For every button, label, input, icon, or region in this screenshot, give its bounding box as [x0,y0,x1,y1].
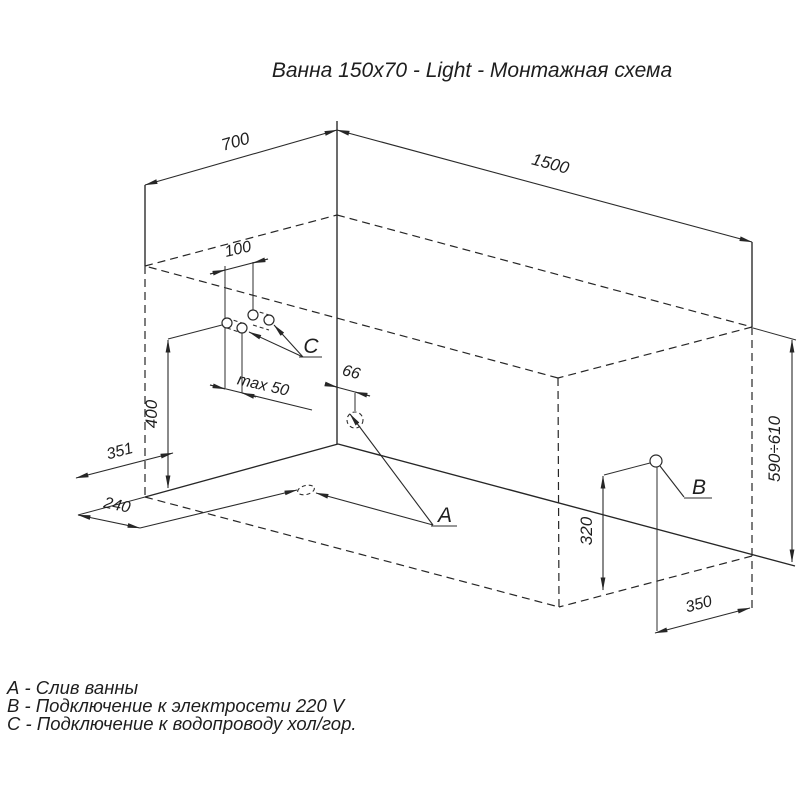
leader-a-floor-drain [315,492,434,526]
tub-bottom-front-right-edge [558,555,753,608]
dim-label-400: 400 [142,399,161,428]
legend-item-c: С - Подключение к водопроводу хол/гор. [7,713,357,734]
dimension-rim-height: 590÷610 [752,327,797,563]
leader-c-pipe1 [248,331,304,358]
dim-line-350 [654,607,751,634]
pipe2-end-circle [263,314,275,326]
water-connection-group: 100 max 50 400 C [142,238,322,489]
dimension-1500: 1500 [336,129,753,243]
dim-label-590: 590÷610 [765,415,784,482]
ext-line-590-top [752,327,797,341]
callout-a-label: A [436,504,452,527]
ext-line-400 [167,324,223,340]
legend: А - Слив ванны В - Подключение к электро… [6,677,357,734]
tub-rim-right-edge [336,214,753,328]
legend-item-a: А - Слив ванны [6,677,139,698]
pipe1-end-circle [236,322,248,334]
tub-near-vertical-edge [557,377,560,608]
dim-line-700 [144,129,338,186]
pipe1-tangent-bottom [226,327,243,334]
dim-arrow-max50-right [241,392,257,399]
dim-label-1500: 1500 [530,150,572,178]
dim-label-100: 100 [223,238,253,261]
bathtub-dashed-outline [144,214,753,610]
dim-label-66: 66 [340,362,362,383]
dimension-700: 700 [144,129,338,186]
left-wall-base-line [144,443,339,498]
dim-label-351: 351 [105,440,135,463]
dim-label-max50: max 50 [236,371,291,399]
dim-arrow-66-right [354,391,371,398]
leader-c-pipe2 [273,324,304,358]
dim-arrow-max50-left [209,383,226,390]
socket-circle [649,454,663,468]
legend-item-b: В - Подключение к электросети 220 V [7,695,346,716]
pipe1-front-circle [221,317,233,329]
dim-line-1500 [336,129,753,243]
base-extension-line [77,496,146,516]
tub-rim-front-left-edge [144,265,559,379]
tub-bottom-front-left-edge [144,496,560,608]
pipe2-tangent-bottom [252,324,270,331]
leader-floor-drain [139,489,298,529]
dim-label-240: 240 [101,494,132,516]
drain-floor-ellipse [297,484,315,496]
power-connection-group: 320 350 B [577,454,751,634]
dim-line-max50 [209,384,313,411]
dim-arrow-66-left [324,381,338,388]
dim-line-240 [77,514,141,529]
right-wall-base-line [337,443,796,567]
page-title: Ванна 150x70 - Light - Монтажная схема [272,59,672,82]
dim-label-320: 320 [577,516,596,545]
drain-wall-hole-circle [346,411,364,429]
dim-arrow-100-left [209,269,226,276]
pipe2-front-circle [247,309,259,321]
dim-line-351 [75,452,174,479]
dim-label-350: 350 [684,593,714,616]
drain-group: 66 351 240 A [75,362,457,529]
tub-rim-left-edge [144,214,338,267]
dim-label-700: 700 [219,129,252,155]
callout-b-label: B [692,476,706,499]
leader-b [659,465,685,498]
ext-line-320-top [603,462,651,476]
leader-a-wall-hole [349,413,434,526]
dim-arrow-100-right [252,257,269,264]
callout-c-label: C [303,335,319,358]
tub-rim-front-right-edge [557,326,753,379]
